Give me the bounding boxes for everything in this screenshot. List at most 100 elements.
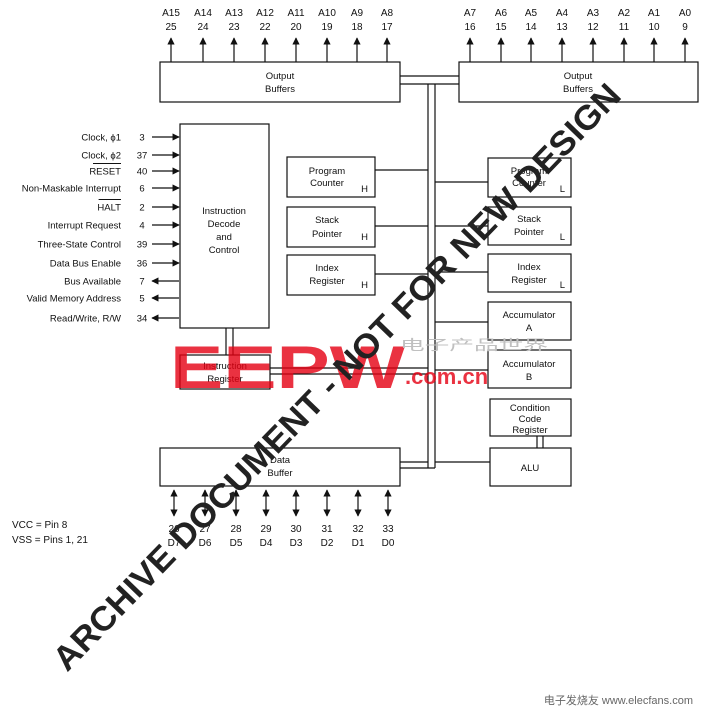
program-counter-h-box <box>286 156 376 198</box>
output-buffers-high-box <box>159 61 401 103</box>
address-pin-name: A0 <box>679 8 692 19</box>
pc-h-line2: Counter <box>310 178 344 189</box>
address-pin-number: 12 <box>587 22 599 33</box>
output-buffers-high-line2: Buffers <box>265 84 295 95</box>
address-pin-name: A7 <box>464 8 477 19</box>
control-signal-label: Interrupt Request <box>48 221 122 232</box>
address-pin-number: 17 <box>381 22 393 33</box>
vcc-note: VCC = Pin 8 <box>12 520 68 531</box>
address-pin-number: 19 <box>321 22 333 33</box>
instruction-decode-box <box>179 123 270 329</box>
control-signal-label: HALT <box>97 203 121 214</box>
address-pin-number: 18 <box>351 22 363 33</box>
control-signal-label: Bus Available <box>64 277 121 288</box>
ccr-line3: Register <box>512 425 547 436</box>
data-pin-number: 30 <box>290 524 302 535</box>
sp-h-suffix: H <box>361 232 368 243</box>
control-signal-label: Read/Write, R/W <box>50 314 121 325</box>
data-buffer-line2: Buffer <box>267 468 292 479</box>
eepw-logo: EEPW .com.cn 电子产品世界 <box>170 334 548 401</box>
data-pin-number: 26 <box>168 524 180 535</box>
ix-h-line2: Register <box>309 276 344 287</box>
address-pin-number: 11 <box>619 22 630 33</box>
control-pin-number: 2 <box>139 203 144 214</box>
sp-h-line1: Stack <box>315 215 339 226</box>
control-signal-label: Non-Maskable Interrupt <box>22 184 122 195</box>
data-pin-number: 28 <box>230 524 242 535</box>
acc-b-line1: Accumulator <box>503 359 556 370</box>
address-pin-number: 15 <box>495 22 507 33</box>
address-pin-name: A15 <box>162 8 180 19</box>
data-pin-name: D2 <box>321 538 334 549</box>
instruction-register-box <box>179 354 271 390</box>
alu-box <box>489 447 572 487</box>
address-pin-name: A8 <box>381 8 394 19</box>
index-register-l-box <box>487 253 572 293</box>
pc-l-line2: Counter <box>512 178 546 189</box>
address-pin-number: 20 <box>290 22 302 33</box>
address-pin-number: 25 <box>165 22 177 33</box>
accumulator-a-box <box>487 301 572 341</box>
alu-label: ALU <box>521 463 540 474</box>
pc-h-suffix: H <box>361 184 368 195</box>
data-pin-name: D6 <box>199 538 212 549</box>
condition-code-register-box <box>489 398 572 437</box>
address-pin-number: 16 <box>464 22 476 33</box>
ix-l-line2: Register <box>511 275 546 286</box>
ir-line2: Register <box>207 374 242 385</box>
ir-line1: Instruction <box>203 361 247 372</box>
address-pin-number: 10 <box>648 22 660 33</box>
ix-l-line1: Index <box>517 262 540 273</box>
address-pin-name: A2 <box>618 8 631 19</box>
address-pin-name: A13 <box>225 8 243 19</box>
eepw-logo-domain: .com.cn <box>405 364 488 389</box>
eepw-logo-chinese: 电子产品世界 <box>400 337 548 353</box>
control-pin-number: 7 <box>139 277 144 288</box>
address-pin-name: A9 <box>351 8 364 19</box>
control-pin-number: 3 <box>139 133 144 144</box>
decode-ir-link <box>225 328 234 355</box>
ix-l-suffix: L <box>560 280 565 291</box>
output-buffers-low-box <box>458 61 699 103</box>
data-pin-number: 27 <box>199 524 211 535</box>
address-pin-name: A11 <box>287 8 304 19</box>
output-buffers-high-line1: Output <box>266 71 295 82</box>
address-pin-number: 22 <box>259 22 271 33</box>
index-register-h-box <box>286 254 376 296</box>
program-counter-l-box <box>487 157 572 198</box>
data-buffer-line1: Data <box>270 455 291 466</box>
data-pin-name: D3 <box>290 538 303 549</box>
stack-pointer-l-box <box>487 206 572 246</box>
pc-h-line1: Program <box>309 166 346 177</box>
control-signal-label: Clock, ϕ2 <box>81 151 121 162</box>
address-pin-name: A5 <box>525 8 538 19</box>
data-pin-number: 32 <box>352 524 364 535</box>
address-pin-name: A14 <box>194 8 212 19</box>
ir-bus-link <box>270 367 428 375</box>
control-signal-label: Valid Memory Address <box>27 294 122 305</box>
address-pin-name: A4 <box>556 8 569 19</box>
output-buffers-low-line2: Buffers <box>563 84 593 95</box>
sp-l-line2: Pointer <box>514 227 544 238</box>
address-pin-number: 13 <box>556 22 568 33</box>
vss-note: VSS = Pins 1, 21 <box>12 535 88 546</box>
data-pin-name: D7 <box>168 538 181 549</box>
address-pin-name: A3 <box>587 8 600 19</box>
control-pin-number: 4 <box>139 221 144 232</box>
address-pin-name: A12 <box>256 8 274 19</box>
data-pin-name: D0 <box>382 538 395 549</box>
pc-l-suffix: L <box>560 184 565 195</box>
address-pin-number: 24 <box>197 22 209 33</box>
acc-b-line2: B <box>526 372 532 383</box>
data-pin-name: D1 <box>352 538 365 549</box>
control-signal-label: Data Bus Enable <box>50 259 121 270</box>
ccr-line1: Condition <box>510 403 550 414</box>
accumulator-b-box <box>487 349 572 389</box>
ix-h-suffix: H <box>361 280 368 291</box>
output-buffers-low-line1: Output <box>564 71 593 82</box>
control-signal-label: Clock, ϕ1 <box>81 133 121 144</box>
sp-l-suffix: L <box>560 232 565 243</box>
data-pin-number: 31 <box>321 524 333 535</box>
